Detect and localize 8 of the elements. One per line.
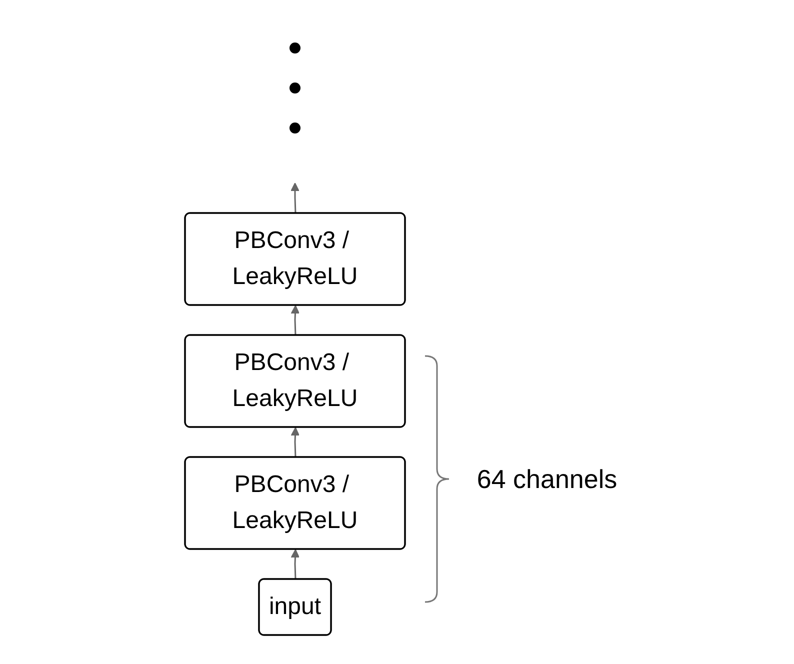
arrow bbox=[290, 427, 300, 458]
node-circle bbox=[289, 42, 300, 54]
arrow bbox=[290, 182, 300, 214]
node-circle bbox=[289, 82, 300, 94]
annotation-label: 64 channels bbox=[476, 464, 618, 494]
arrow bbox=[290, 305, 300, 336]
node-circle bbox=[289, 122, 300, 134]
arrow bbox=[290, 549, 300, 580]
